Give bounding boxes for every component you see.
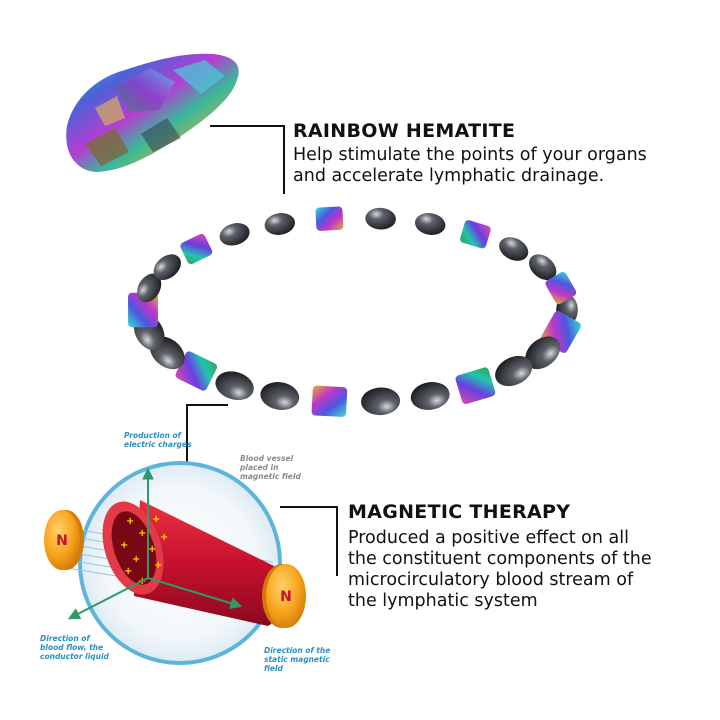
right-magnet-letter: N xyxy=(280,589,292,605)
hematite-bead xyxy=(260,382,300,410)
connector-line-magnetic xyxy=(280,506,338,576)
connector-line-rainbow xyxy=(210,125,285,194)
label-direction-of-magnetic-field: Direction of the static magnetic field xyxy=(264,646,331,673)
svg-text:+: + xyxy=(120,540,128,551)
hematite-bead xyxy=(525,336,561,370)
hematite-bead xyxy=(529,254,557,281)
magnetic-field-diagram: +++ +++ +++ + N N xyxy=(44,461,306,665)
label-blood-vessel: Blood vessel placed in magnetic field xyxy=(240,454,301,481)
rainbow-bead xyxy=(455,367,496,404)
hematite-bead xyxy=(499,237,529,261)
hematite-bead xyxy=(219,223,250,246)
svg-text:+: + xyxy=(148,544,156,555)
magnetic-desc-line: Produced a positive effect on all xyxy=(348,528,629,548)
label-production-of-charges: Production of electric charges xyxy=(124,431,192,449)
rainbow-bead xyxy=(311,385,348,417)
svg-text:+: + xyxy=(154,560,162,571)
svg-text:+: + xyxy=(160,532,168,543)
hematite-bead xyxy=(264,213,295,235)
rainbow-desc-line: Help stimulate the points of your organs xyxy=(293,145,647,165)
left-magnet: N xyxy=(44,510,84,570)
flow-direction-arrow xyxy=(67,577,149,620)
magnetic-desc-line: the lymphatic system xyxy=(348,591,538,611)
hematite-bead xyxy=(137,273,162,303)
right-magnet: N xyxy=(262,564,306,628)
rainbow-bead xyxy=(460,220,491,249)
svg-text:+: + xyxy=(138,528,146,539)
hematite-bead xyxy=(153,254,181,281)
hematite-bead xyxy=(361,387,401,416)
rainbow-hematite-stone-image xyxy=(66,53,239,172)
rainbow-hematite-title: RAINBOW HEMATITE xyxy=(293,120,516,142)
field-direction-arrow xyxy=(147,577,243,609)
magnetic-therapy-title: MAGNETIC THERAPY xyxy=(348,501,571,523)
hematite-bead xyxy=(215,371,254,401)
rainbow-bead xyxy=(545,271,577,305)
magnetic-desc-line: the constituent components of the xyxy=(348,549,652,569)
svg-text:+: + xyxy=(152,514,160,525)
connector-line-bracelet xyxy=(186,404,228,500)
svg-text:+: + xyxy=(132,554,140,565)
rainbow-bead xyxy=(315,206,344,231)
rainbow-bead xyxy=(175,351,218,391)
svg-text:+: + xyxy=(126,516,134,527)
rainbow-hematite-description: Help stimulate the points of your organs… xyxy=(293,145,647,187)
hematite-bead xyxy=(415,213,446,235)
rainbow-bead xyxy=(128,292,158,328)
label-direction-of-blood-flow: Direction of blood flow, the conductor l… xyxy=(40,634,109,661)
magnetic-desc-line: microcirculatory blood stream of xyxy=(348,570,634,590)
hematite-bead xyxy=(495,355,533,387)
left-magnet-letter: N xyxy=(56,533,68,549)
hematite-bracelet-image xyxy=(128,206,581,417)
rainbow-bead xyxy=(180,233,213,265)
svg-text:+: + xyxy=(124,566,132,577)
magnetic-therapy-description: Produced a positive effect on all the co… xyxy=(348,528,652,612)
hematite-bead xyxy=(410,382,450,410)
rainbow-desc-line: and accelerate lymphatic drainage. xyxy=(293,166,605,186)
hematite-bead xyxy=(365,207,396,230)
